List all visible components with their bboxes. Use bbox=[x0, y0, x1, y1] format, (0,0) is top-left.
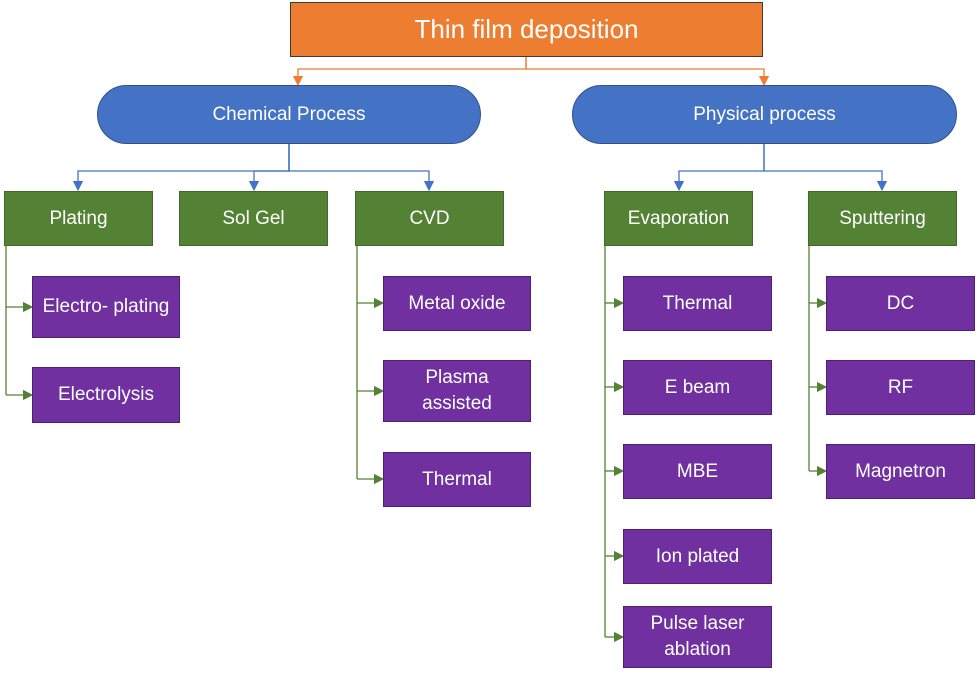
leaf-label-magnetron: Magnetron bbox=[855, 460, 946, 482]
method-label-sputtering: Sputtering bbox=[839, 207, 926, 229]
connector-chemical-cvd bbox=[288, 144, 435, 192]
leaf-node-dc: DC bbox=[826, 276, 975, 331]
leaf-label-dc: DC bbox=[886, 292, 915, 314]
root-label: Thin film deposition bbox=[414, 13, 639, 44]
leaf-label-evap-thermal: Thermal bbox=[662, 292, 733, 314]
method-node-sputtering: Sputtering bbox=[808, 191, 957, 246]
leaf-label-cvd-thermal: Thermal bbox=[422, 468, 492, 490]
leaf-node-pulse-laser-ablation: Pulse laser ablation bbox=[623, 606, 772, 668]
leaf-node-electrolysis: Electrolysis bbox=[32, 367, 180, 423]
leaf-node-electroplating: Electro- plating bbox=[32, 276, 180, 338]
leaf-label-ion-plated: Ion plated bbox=[655, 545, 740, 567]
process-label-physical: Physical process bbox=[693, 103, 836, 125]
method-node-evaporation: Evaporation bbox=[604, 191, 753, 246]
leaf-label-pulse-laser-ablation: Pulse laser ablation bbox=[650, 613, 745, 660]
root-node: Thin film deposition bbox=[290, 2, 763, 57]
leaf-label-electrolysis: Electrolysis bbox=[57, 384, 155, 406]
leaf-node-evap-thermal: Thermal bbox=[623, 276, 772, 331]
process-node-chemical: Chemical Process bbox=[97, 85, 481, 144]
leaf-label-electroplating: Electro- plating bbox=[42, 296, 170, 318]
leaf-node-cvd-thermal: Thermal bbox=[383, 452, 531, 507]
leaf-node-plasma-assisted: Plasma assisted bbox=[383, 360, 531, 422]
method-label-plating: Plating bbox=[49, 207, 108, 229]
leaf-node-mbe: MBE bbox=[623, 444, 772, 499]
leaf-node-magnetron: Magnetron bbox=[826, 444, 975, 499]
method-label-evaporation: Evaporation bbox=[627, 207, 730, 229]
method-node-plating: Plating bbox=[4, 191, 153, 246]
connector-root-physical bbox=[525, 57, 770, 87]
method-node-solgel: Sol Gel bbox=[179, 191, 328, 246]
method-label-solgel: Sol Gel bbox=[222, 207, 285, 229]
leaf-node-ebeam: E beam bbox=[623, 360, 772, 415]
leaf-node-ion-plated: Ion plated bbox=[623, 529, 772, 584]
leaf-label-ebeam: E beam bbox=[664, 376, 731, 398]
leaf-label-rf: RF bbox=[887, 376, 914, 398]
method-node-cvd: CVD bbox=[355, 191, 504, 246]
leaf-label-mbe: MBE bbox=[676, 460, 719, 482]
method-label-cvd: CVD bbox=[409, 207, 450, 229]
leaf-label-plasma-assisted: Plasma assisted bbox=[422, 367, 492, 414]
process-node-physical: Physical process bbox=[572, 85, 957, 144]
leaf-label-metal-oxide: Metal oxide bbox=[408, 292, 506, 314]
process-label-chemical: Chemical Process bbox=[212, 103, 366, 125]
leaf-node-rf: RF bbox=[826, 360, 975, 415]
connector-physical-sputtering bbox=[763, 144, 888, 192]
leaf-node-metal-oxide: Metal oxide bbox=[383, 276, 531, 331]
